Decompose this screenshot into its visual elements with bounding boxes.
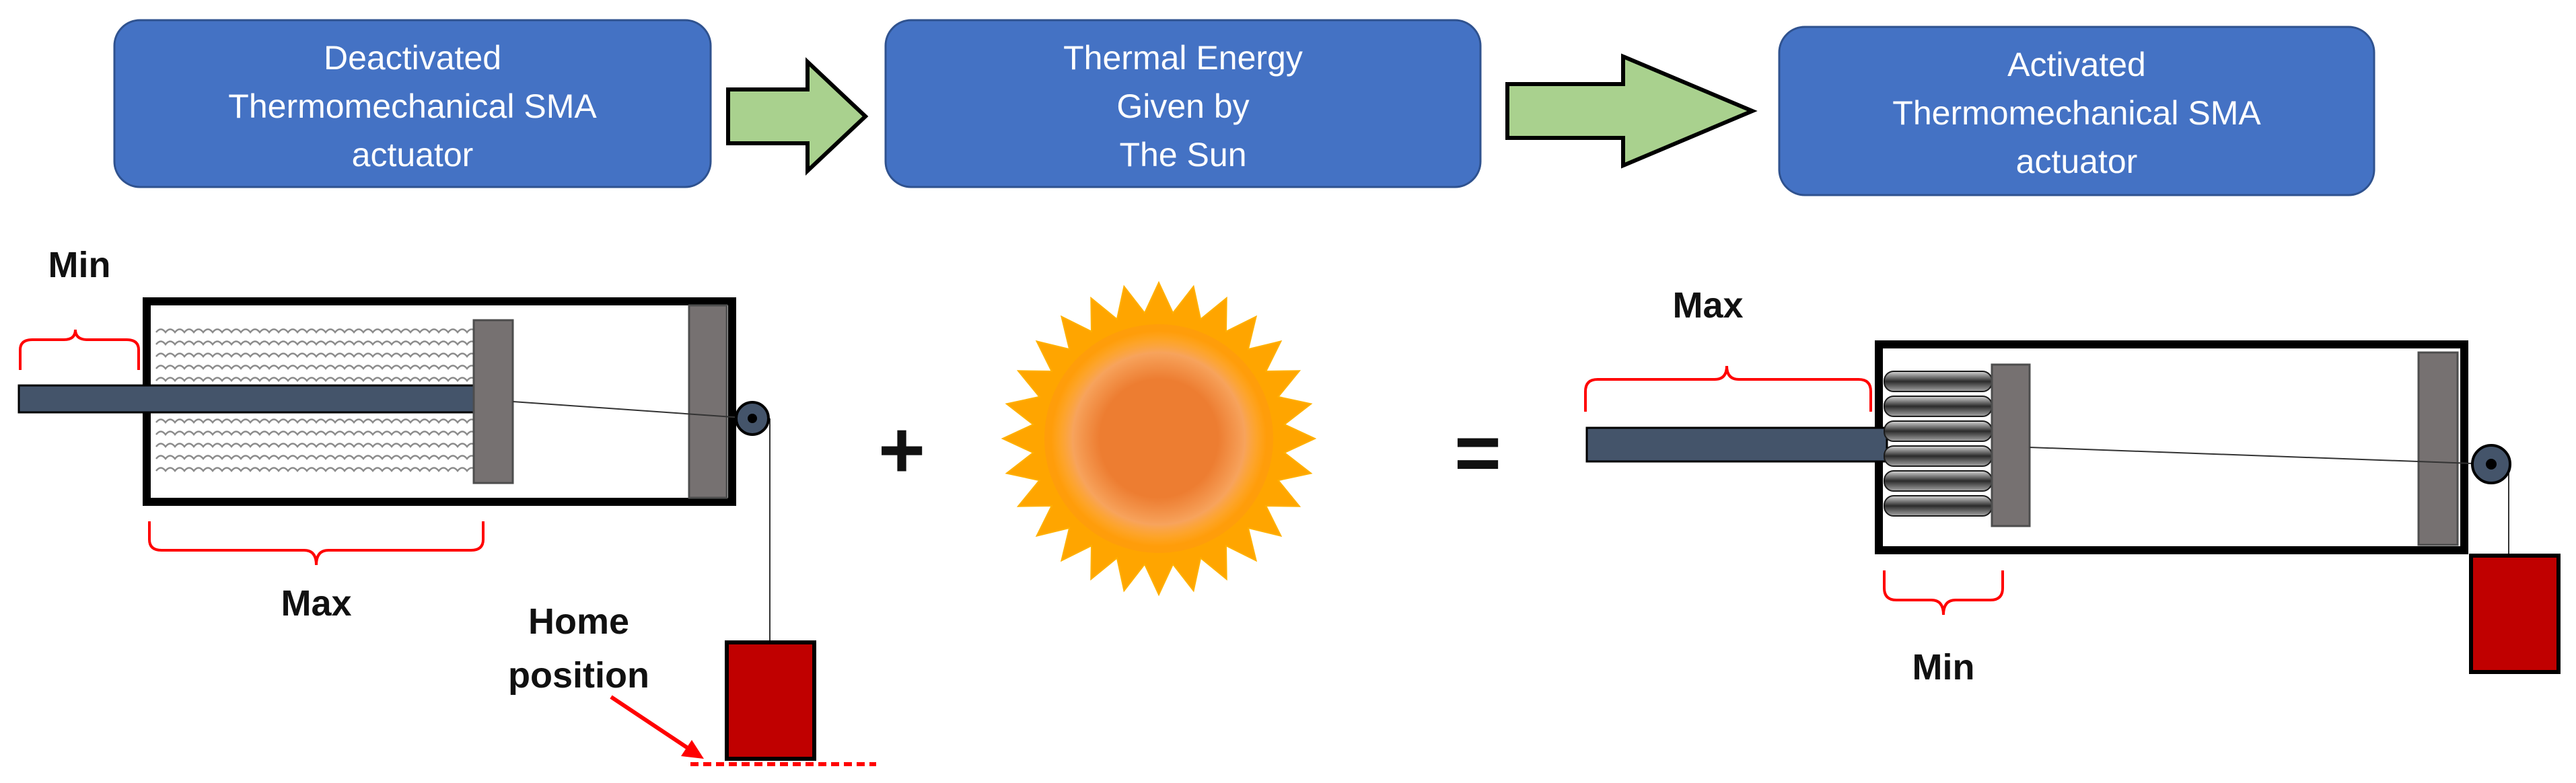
sma-spring-wire — [155, 443, 477, 449]
flow-arrow-1 — [726, 57, 869, 176]
right-weight — [2469, 554, 2561, 674]
left-wire — [512, 401, 753, 419]
compressed-coil — [1884, 495, 1993, 517]
left-min-label: Min — [48, 245, 111, 285]
flow-box-activated-line-3: actuator — [2016, 143, 2138, 180]
right-piston-head — [1991, 363, 2031, 527]
sma-spring-wire — [155, 418, 477, 424]
equals-sign: = — [1454, 408, 1501, 498]
flow-box-activated-line-1: Activated — [2007, 46, 2146, 83]
sma-spring-wire — [155, 431, 477, 437]
left-actuator: Min Max Home position — [17, 245, 876, 766]
left-weight — [725, 640, 816, 761]
flow-box-deactivated-line-2: Thermomechanical SMA — [228, 87, 597, 125]
sma-spring-wire — [155, 328, 477, 334]
flow-arrow-2 — [1505, 53, 1758, 169]
flow-box-deactivated: Deactivated Thermomechanical SMA actuato… — [113, 19, 712, 188]
right-min-bracket — [1883, 570, 2004, 616]
right-end-plate — [2417, 351, 2459, 546]
right-pulley-axle — [2486, 459, 2497, 470]
left-piston-head — [472, 319, 514, 484]
compressed-coil — [1884, 371, 1993, 392]
home-position-label-line-2: position — [508, 655, 649, 696]
home-position-pointer — [610, 695, 689, 750]
flow-box-activated: Activated Thermomechanical SMA actuator — [1778, 26, 2375, 196]
home-position-label-line-1: Home — [528, 601, 629, 642]
home-position-arrowhead — [681, 740, 704, 759]
flow-box-thermal-energy: Thermal Energy Given by The Sun — [884, 19, 1482, 188]
sma-spring-wire — [155, 467, 477, 473]
compressed-coil — [1884, 396, 1993, 417]
right-piston-rod — [1585, 426, 1888, 463]
sun-icon — [1001, 281, 1317, 597]
left-pulley-axle — [748, 414, 757, 423]
right-max-bracket — [1584, 365, 1872, 412]
sma-spring-wire — [155, 352, 477, 359]
left-end-plate — [688, 304, 728, 499]
right-wire — [2029, 447, 2492, 465]
sma-spring-wire — [155, 340, 477, 346]
sma-spring-wire — [155, 365, 477, 371]
compressed-coil — [1884, 470, 1993, 492]
flow-box-thermal-line-2: Given by — [1116, 87, 1249, 125]
left-max-label: Max — [281, 583, 351, 624]
plus-sign: + — [878, 405, 925, 495]
right-sma-coils — [1884, 371, 1993, 517]
sma-spring-wire — [155, 377, 477, 383]
compressed-coil — [1884, 445, 1993, 467]
right-max-label: Max — [1672, 285, 1743, 326]
left-sma-springs — [155, 328, 477, 473]
right-actuator: Max Min — [1584, 285, 2561, 687]
flow-box-thermal-line-3: The Sun — [1119, 136, 1246, 174]
flow-box-activated-line-2: Thermomechanical SMA — [1892, 94, 2261, 132]
sma-spring-wire — [155, 455, 477, 461]
left-piston-rod — [17, 384, 479, 414]
left-max-bracket — [148, 521, 485, 566]
left-min-bracket — [19, 329, 140, 370]
compressed-coil — [1884, 420, 1993, 442]
flow-box-deactivated-line-1: Deactivated — [324, 39, 501, 77]
right-min-label: Min — [1912, 647, 1975, 687]
flow-box-thermal-line-1: Thermal Energy — [1063, 39, 1303, 77]
flow-box-deactivated-line-3: actuator — [352, 136, 474, 174]
